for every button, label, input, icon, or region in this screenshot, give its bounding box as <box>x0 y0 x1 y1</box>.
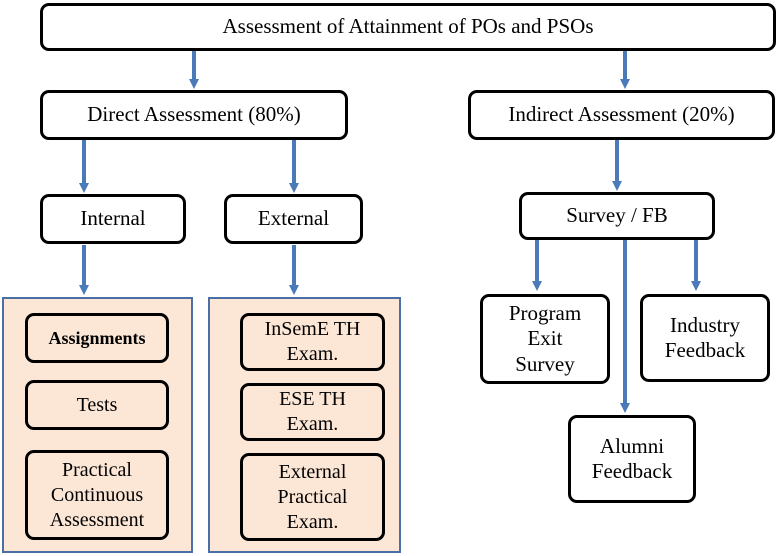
alumni-feedback-label: Alumni Feedback <box>591 433 673 483</box>
industry-feedback-label: Industry Feedback <box>664 312 746 362</box>
ese-th-exam-box: ESE TH Exam. <box>240 383 385 441</box>
industry-feedback-box: Industry Feedback <box>640 294 770 382</box>
internal-box: Internal <box>40 194 186 244</box>
program-exit-survey-label: Program Exit Survey <box>508 301 582 376</box>
title-label: Assessment of Attainment of POs and PSOs <box>222 14 594 39</box>
program-exit-survey-box: Program Exit Survey <box>480 294 610 384</box>
external-practical-exam-label: External Practical Exam. <box>277 460 348 533</box>
indirect-assessment-box: Indirect Assessment (20%) <box>468 90 775 140</box>
direct-assessment-label: Direct Assessment (80%) <box>87 102 301 127</box>
practical-continuous-assessment-label: Practical Continuous Assessment <box>49 458 145 531</box>
tests-box: Tests <box>25 380 169 430</box>
external-box: External <box>224 194 363 244</box>
tests-label: Tests <box>76 393 118 416</box>
indirect-assessment-label: Indirect Assessment (20%) <box>508 102 735 127</box>
insem-th-exam-label: InSemE TH Exam. <box>264 318 361 365</box>
ese-th-exam-label: ESE TH Exam. <box>279 388 346 435</box>
assignments-label: Assignments <box>48 327 146 348</box>
external-label: External <box>257 206 330 231</box>
assignments-box: Assignments <box>25 313 169 363</box>
alumni-feedback-box: Alumni Feedback <box>568 415 696 503</box>
internal-label: Internal <box>80 206 146 231</box>
insem-th-exam-box: InSemE TH Exam. <box>240 313 385 371</box>
title-box: Assessment of Attainment of POs and PSOs <box>40 3 776 51</box>
direct-assessment-box: Direct Assessment (80%) <box>40 90 348 140</box>
practical-continuous-assessment-box: Practical Continuous Assessment <box>25 450 169 540</box>
survey-fb-box: Survey / FB <box>519 192 715 240</box>
external-practical-exam-box: External Practical Exam. <box>240 453 385 541</box>
survey-fb-label: Survey / FB <box>566 203 668 228</box>
